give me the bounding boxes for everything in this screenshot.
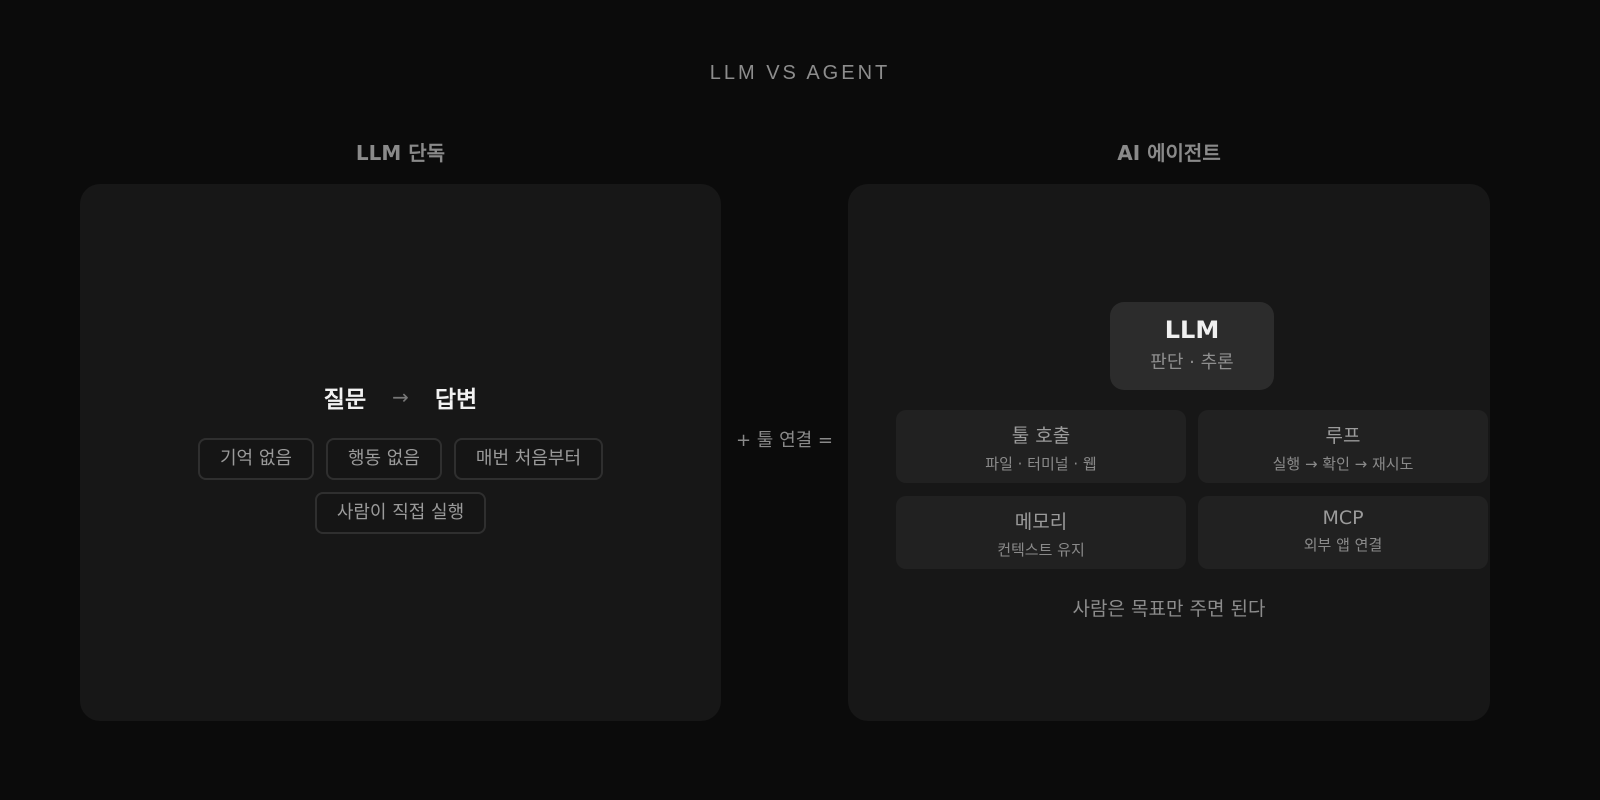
tag-no-memory: 기억 없음 <box>197 438 314 480</box>
module-title: 툴 호출 <box>1011 425 1071 447</box>
right-column-heading: AI 에이전트 <box>1117 141 1221 165</box>
module-tool-calls: 툴 호출 파일 · 터미널 · 웹 <box>896 410 1186 483</box>
left-column-heading: LLM 단독 <box>355 141 446 165</box>
module-title: MCP <box>1322 507 1364 529</box>
module-title: 메모리 <box>1014 511 1068 533</box>
tag-starts-fresh: 매번 처음부터 <box>453 438 604 480</box>
tool-connection-label: + 툴 연결 = <box>735 430 833 451</box>
limitation-tags: 기억 없음 행동 없음 매번 처음부터 사람이 직접 실행 <box>140 438 661 534</box>
llm-core-title: LLM <box>1164 316 1220 344</box>
llm-core-subtitle: 판단 · 추론 <box>1150 352 1234 373</box>
arrow-right-icon: → <box>392 385 409 409</box>
flow-question: 질문 <box>323 387 367 413</box>
llm-only-card: 질문 → 답변 기억 없음 행동 없음 매번 처음부터 사람이 직접 실행 <box>80 184 721 721</box>
module-title: 루프 <box>1325 425 1361 447</box>
module-subtitle: 파일 · 터미널 · 웹 <box>985 455 1097 473</box>
llm-core-box: LLM 판단 · 추론 <box>1110 302 1274 390</box>
page-title: LLM VS AGENT <box>709 62 891 84</box>
tag-no-action: 행동 없음 <box>325 438 442 480</box>
agent-modules-grid: 툴 호출 파일 · 터미널 · 웹 루프 실행 → 확인 → 재시도 메모리 컨… <box>896 410 1488 569</box>
module-subtitle: 컨텍스트 유지 <box>997 541 1085 559</box>
question-answer-flow: 질문 → 답변 <box>80 380 721 414</box>
module-subtitle: 실행 → 확인 → 재시도 <box>1272 455 1414 473</box>
module-loop: 루프 실행 → 확인 → 재시도 <box>1198 410 1488 483</box>
agent-summary-note: 사람은 목표만 주면 된다 <box>1072 598 1266 620</box>
module-subtitle: 외부 앱 연결 <box>1303 536 1383 554</box>
ai-agent-card: LLM 판단 · 추론 툴 호출 파일 · 터미널 · 웹 루프 실행 → 확인… <box>848 184 1490 721</box>
module-mcp: MCP 외부 앱 연결 <box>1198 496 1488 569</box>
flow-answer: 답변 <box>434 387 478 413</box>
module-memory: 메모리 컨텍스트 유지 <box>896 496 1186 569</box>
tag-human-executes: 사람이 직접 실행 <box>314 492 487 534</box>
